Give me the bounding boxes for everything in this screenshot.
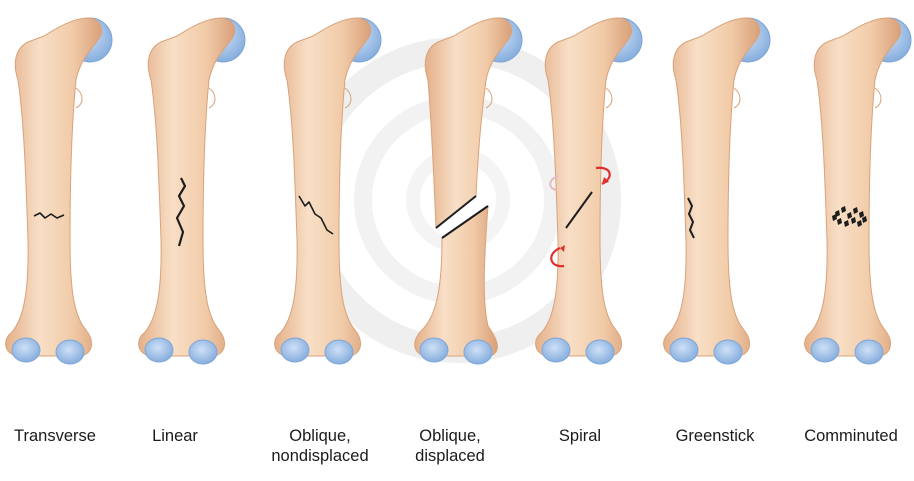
label-transverse: Transverse [0, 426, 110, 446]
bone-shaft [139, 18, 235, 356]
trochanter [734, 88, 740, 108]
condyle-left [145, 338, 173, 362]
label-oblique-nondisplaced: Oblique, nondisplaced [255, 426, 385, 466]
condyle-right [464, 340, 492, 364]
label-comminuted: Comminuted [788, 426, 914, 446]
condyle-right [586, 340, 614, 364]
trochanter [606, 88, 612, 108]
label-spiral: Spiral [540, 426, 620, 446]
condyle-left [670, 338, 698, 362]
label-oblique-displaced: Oblique, displaced [395, 426, 505, 466]
femur-comminuted [805, 18, 911, 364]
condyle-left [420, 338, 448, 362]
condyle-left [12, 338, 40, 362]
condyle-left [542, 338, 570, 362]
bone-shaft [6, 18, 102, 356]
condyle-left [811, 338, 839, 362]
condyle-right [714, 340, 742, 364]
femur-transverse [6, 18, 112, 364]
bone-shaft [805, 18, 901, 356]
condyle-left [281, 338, 309, 362]
bone-shaft [664, 18, 760, 356]
femur-greenstick [664, 18, 770, 364]
condyle-right [855, 340, 883, 364]
trochanter [875, 88, 881, 108]
trochanter [76, 88, 82, 108]
label-linear: Linear [130, 426, 220, 446]
femur-linear [139, 18, 245, 364]
label-greenstick: Greenstick [655, 426, 775, 446]
condyle-right [325, 340, 353, 364]
condyle-right [56, 340, 84, 364]
trochanter [209, 88, 215, 108]
condyle-right [189, 340, 217, 364]
